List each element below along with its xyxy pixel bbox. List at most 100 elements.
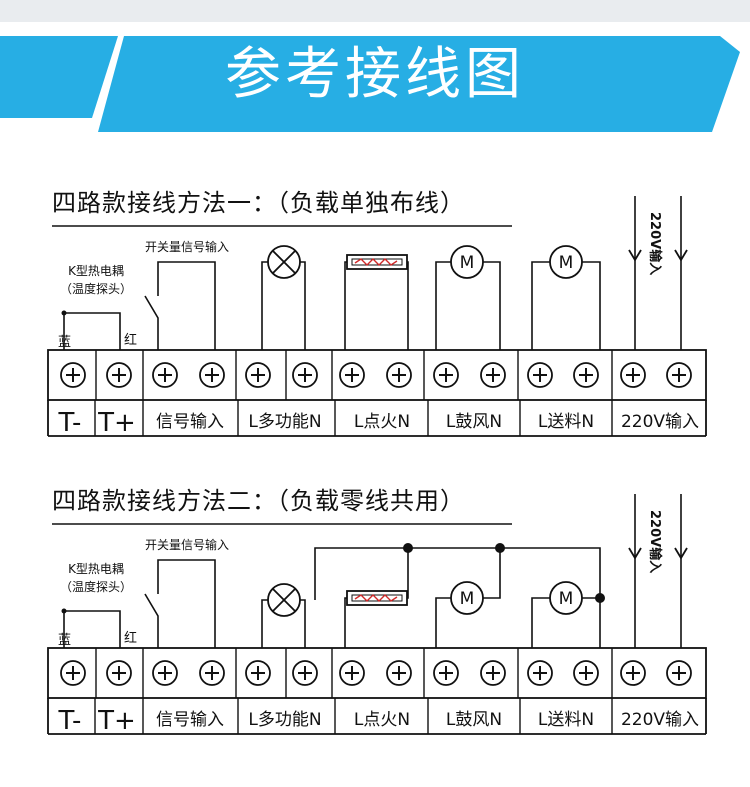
terminal-screw-icon	[152, 660, 178, 686]
load-wire-N	[483, 548, 501, 599]
wire-label-red: 红	[124, 630, 137, 646]
svg-text:M: M	[460, 253, 475, 273]
arrow-down-icon	[674, 249, 688, 262]
svg-text:M: M	[559, 253, 574, 273]
load-wire-L	[261, 599, 268, 648]
switch-wire	[144, 295, 159, 350]
wiring-section-1: T- T+ 信号输入 L多功能N L点火N L鼓风N L送料N 220V输入 K型热电耦 （温度探…	[47, 196, 707, 438]
terminal-screw-icon	[620, 362, 646, 388]
load-wire-L	[261, 261, 268, 350]
load-wire-N	[582, 597, 601, 648]
terminal-screw-icon	[666, 660, 692, 686]
terminal-label: T-	[58, 408, 82, 438]
arrow-down-icon	[628, 249, 642, 262]
wire-label-blue: 蓝	[58, 633, 71, 648]
header-banner: 参考接线图	[0, 0, 750, 140]
motor-icon: M	[450, 581, 484, 615]
terminal-screw-icon	[245, 660, 271, 686]
junction-dot	[595, 593, 605, 603]
terminal-screw-icon	[199, 362, 225, 388]
wire-label-blue: 蓝	[58, 335, 71, 350]
terminal-screw-icon	[620, 660, 646, 686]
terminal-screw-icon	[433, 660, 459, 686]
switch-wire	[144, 593, 159, 648]
arrow-down-icon	[674, 547, 688, 560]
terminal-screw-icon	[106, 362, 132, 388]
terminal-label: L送料N	[538, 710, 594, 730]
terminal-label: T+	[97, 408, 136, 438]
terminal-label: L多功能N	[248, 710, 321, 730]
load-wire-N	[483, 261, 501, 350]
load-wire-L	[435, 597, 451, 648]
terminal-screw-icon	[433, 362, 459, 388]
sensor-label: K型热电耦	[68, 264, 124, 278]
load-wire	[300, 599, 306, 648]
load-wire-L	[344, 261, 347, 350]
lamp-icon	[267, 583, 301, 617]
igniter-heater-icon	[346, 590, 408, 606]
terminal-screw-icon	[245, 362, 271, 388]
load-wire-N	[300, 261, 306, 350]
svg-text:M: M	[559, 589, 574, 609]
thermocouple-red-wire	[64, 312, 121, 350]
switch-wire	[157, 261, 216, 350]
load-wire-N	[582, 261, 601, 350]
terminal-block	[47, 647, 707, 699]
switch-label: 开关量信号输入	[145, 537, 229, 552]
terminal-label: L送料N	[538, 412, 594, 432]
terminal-block	[47, 349, 707, 401]
load-wire-L	[531, 261, 550, 350]
switch-wire	[157, 559, 216, 648]
terminal-label: T-	[58, 706, 82, 736]
terminal-screw-icon	[292, 660, 318, 686]
terminal-screw-icon	[60, 362, 86, 388]
terminal-screw-icon	[292, 362, 318, 388]
terminal-label: T+	[97, 706, 136, 736]
junction-dot	[403, 543, 413, 553]
terminal-screw-icon	[666, 362, 692, 388]
terminal-label: 220V输入	[621, 710, 699, 730]
arrow-down-icon	[628, 547, 642, 560]
terminal-screw-icon	[527, 660, 553, 686]
terminal-label: L多功能N	[248, 412, 321, 432]
motor-icon: M	[549, 245, 583, 279]
switch-label: 开关量信号输入	[145, 239, 229, 254]
igniter-heater-icon	[346, 254, 408, 270]
svg-text:M: M	[460, 589, 475, 609]
load-wire-L	[435, 261, 451, 350]
sensor-label: （温度探头）	[60, 281, 132, 296]
terminal-label: 信号输入	[156, 412, 224, 432]
motor-icon: M	[549, 581, 583, 615]
load-wire-N	[407, 261, 409, 350]
neutral-bus	[314, 547, 601, 600]
terminal-screw-icon	[386, 362, 412, 388]
terminal-label: 信号输入	[156, 710, 224, 730]
terminal-screw-icon	[199, 660, 225, 686]
banner-shape	[0, 0, 750, 140]
section-1-title: 四路款接线方法一：（负载单独布线）	[52, 189, 465, 217]
page-title: 参考接线图	[225, 42, 525, 107]
terminal-label: 220V输入	[621, 412, 699, 432]
terminal-screw-icon	[480, 660, 506, 686]
wire-label-red: 红	[124, 332, 137, 348]
terminal-screw-icon	[339, 362, 365, 388]
thermocouple-red-wire	[64, 610, 121, 648]
junction-dot	[495, 543, 505, 553]
power-input-label: 220V输入	[647, 212, 663, 275]
terminal-screw-icon	[573, 660, 599, 686]
terminal-screw-icon	[339, 660, 365, 686]
sensor-label: （温度探头）	[60, 579, 132, 594]
terminal-screw-icon	[480, 362, 506, 388]
terminal-label: L鼓风N	[446, 412, 502, 432]
motor-icon: M	[450, 245, 484, 279]
load-wire-L	[531, 597, 550, 648]
terminal-screw-icon	[573, 362, 599, 388]
power-input-label: 220V输入	[647, 510, 663, 573]
terminal-screw-icon	[60, 660, 86, 686]
terminal-screw-icon	[386, 660, 412, 686]
terminal-label: L点火N	[354, 412, 410, 432]
lamp-icon	[267, 245, 301, 279]
sensor-label: K型热电耦	[68, 562, 124, 576]
